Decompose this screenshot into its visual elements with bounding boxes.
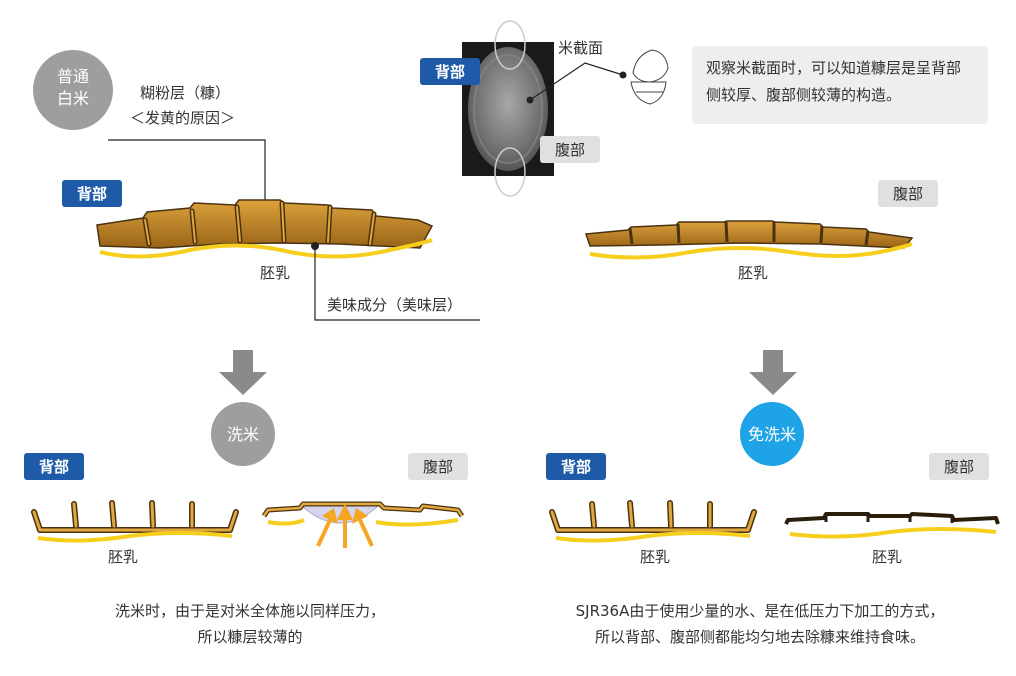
washed-back-bran	[31, 500, 239, 543]
embryo-label-top-right: 胚乳	[738, 264, 768, 282]
musenmai-belly-bran	[784, 512, 1000, 539]
musenmai-caption: SJR36A由于使用少量的水、是在低压力下加工的方式， 所以背部、腹部侧都能均匀…	[520, 598, 1000, 650]
down-arrow-right-icon	[749, 350, 797, 395]
musenmai-caption-line2: 所以背部、腹部侧都能均匀地去除糠来维持食味。	[594, 628, 925, 646]
svg-text:腹部: 腹部	[555, 141, 585, 159]
cross-section-note: 观察米截面时，可以知道糠层是呈背部侧较厚、腹部侧较薄的构造。	[692, 46, 988, 124]
cross-section-label: 米截面	[558, 39, 603, 57]
umami-leader-line	[314, 246, 480, 321]
musenmai-caption-line1: SJR36A由于使用少量的水、是在低压力下加工的方式，	[575, 602, 945, 620]
wash-caption-line2: 所以糠层较薄的	[197, 628, 303, 646]
yellowing-cause-label: ＜发黄的原因＞	[130, 109, 235, 127]
belly-badge-top-right: 腹部	[878, 180, 938, 207]
svg-text:免洗米: 免洗米	[748, 425, 796, 444]
umami-layer-belly	[589, 242, 913, 260]
svg-text:背部: 背部	[435, 63, 465, 81]
rice-cross-section-photo	[462, 20, 554, 197]
belly-badge-wash: 腹部	[408, 453, 468, 480]
svg-text:背部: 背部	[561, 458, 591, 476]
belly-badge-photo: 腹部	[540, 136, 600, 163]
back-badge-photo: 背部	[420, 58, 480, 85]
embryo-label-musenmai-back: 胚乳	[640, 548, 670, 566]
back-badge-musenmai: 背部	[546, 453, 606, 480]
svg-text:腹部: 腹部	[423, 458, 453, 476]
wash-caption: 洗米时，由于是对米全体施以同样压力， 所以糠层较薄的	[40, 598, 460, 650]
bran-leader-line	[108, 139, 266, 212]
musenmai-circle: 免洗米	[740, 402, 804, 466]
svg-text:白米: 白米	[57, 89, 89, 108]
thin-bran-layer-belly	[584, 220, 914, 249]
svg-text:洗米: 洗米	[227, 425, 259, 444]
cross-section-leader	[529, 62, 624, 101]
belly-badge-musenmai: 腹部	[929, 453, 989, 480]
rice-grain-icon	[630, 49, 669, 105]
down-arrow-left-icon	[219, 350, 267, 395]
embryo-label-top-left: 胚乳	[260, 264, 290, 282]
embryo-label-musenmai-belly: 胚乳	[872, 548, 902, 566]
svg-text:普通: 普通	[57, 67, 89, 86]
wash-caption-line1: 洗米时，由于是对米全体施以同样压力，	[114, 602, 385, 620]
regular-rice-badge: 普通 白米	[33, 50, 113, 130]
svg-text:背部: 背部	[77, 185, 107, 203]
pressure-arrows-icon	[316, 504, 374, 548]
back-badge-top-left: 背部	[62, 180, 122, 207]
svg-text:腹部: 腹部	[944, 458, 974, 476]
svg-text:背部: 背部	[39, 458, 69, 476]
embryo-label-wash-back: 胚乳	[108, 548, 138, 566]
back-badge-wash: 背部	[24, 453, 84, 480]
wash-circle: 洗米	[211, 402, 275, 466]
musenmai-back-bran	[549, 500, 757, 543]
svg-text:腹部: 腹部	[893, 185, 923, 203]
bran-layer-label: 糊粉层（糠）	[140, 84, 230, 102]
umami-layer-back	[99, 238, 433, 259]
umami-label: 美味成分（美味层）	[327, 296, 462, 314]
thick-bran-layer-back	[96, 199, 434, 249]
